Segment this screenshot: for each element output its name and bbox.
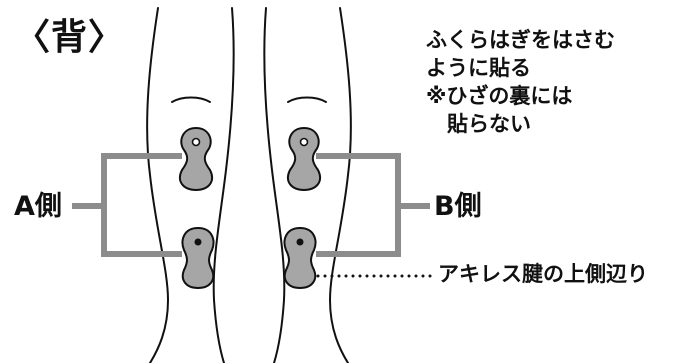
side-a-label: A側 (14, 193, 62, 220)
electrode-hollow-icon (301, 139, 308, 146)
instruction-line-4: 貼らない (426, 114, 531, 135)
electrode-hollow-icon (193, 139, 200, 146)
instruction-line-1: ふくらはぎをはさむ (426, 30, 615, 51)
pad-a-lower (183, 228, 214, 288)
bracket-b (316, 156, 430, 254)
instruction-line-3: ※ひざの裏には (426, 86, 572, 107)
bracket-a (72, 156, 182, 254)
side-b-label: B側 (434, 193, 482, 220)
pad-b-upper (288, 128, 320, 190)
pad-a-upper (180, 128, 212, 190)
pad-b-lower (285, 228, 316, 288)
electrode-solid-icon (297, 239, 304, 246)
instruction-line-2: ように貼る (426, 58, 531, 79)
achilles-target-label: アキレス腱の上側辺り (438, 264, 648, 285)
view-title: 〈背〉 (14, 20, 125, 56)
electrode-solid-icon (195, 239, 202, 246)
